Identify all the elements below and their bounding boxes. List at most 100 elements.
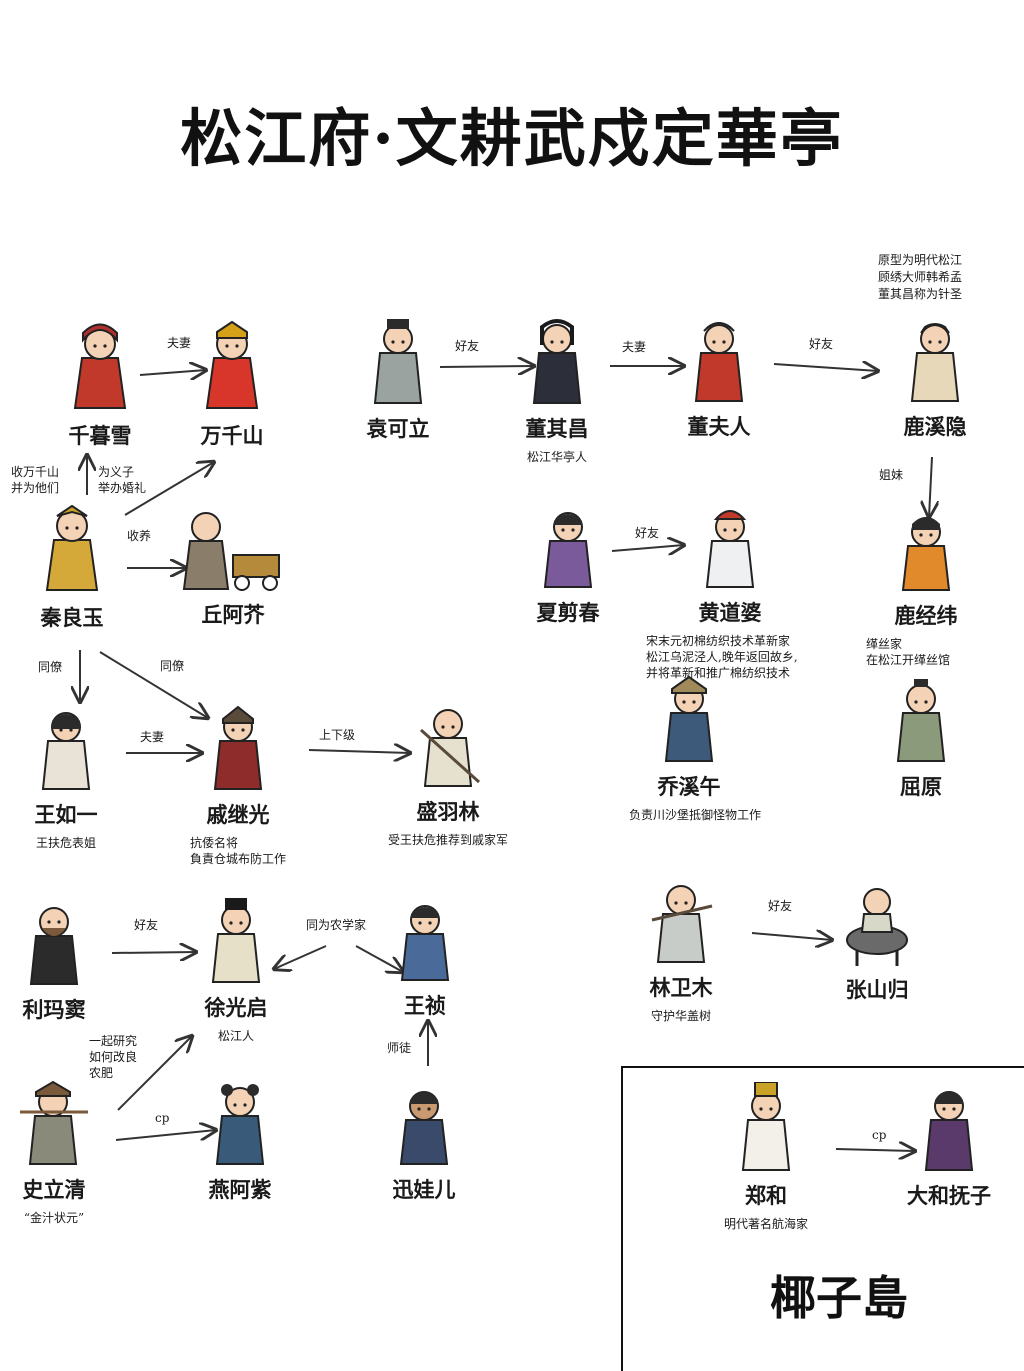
character-dahe: 大和抚子 (889, 1082, 1009, 1210)
character-xuguangqi: 徐光启 松江人 (176, 896, 296, 1044)
character-shengyulin: 盛羽林 受王扶危推荐到戚家军 (388, 700, 508, 848)
character-wangruyi: 王如一 王扶危表姐 (6, 703, 126, 851)
character-yanazi: 燕阿紫 (180, 1078, 300, 1204)
relation-label-tongliao: 同僚 (160, 658, 184, 674)
arrow-dongfuren-luxiyin (774, 364, 878, 371)
relation-label-fuqi: 夫妻 (622, 339, 646, 355)
character-qinliangyu: 秦良玉 (12, 500, 132, 632)
character-name: 徐光启 (176, 992, 296, 1022)
relation-label-haoyou: 好友 (134, 917, 158, 933)
character-note: 守护华盖树 (621, 1008, 741, 1024)
relation-label-yanjiu: 一起研究 如何改良 农肥 (89, 1033, 137, 1081)
character-name: 王如一 (6, 799, 126, 829)
relation-label-cp: cp (155, 1110, 169, 1126)
relation-label-shitu: 师徒 (387, 1040, 411, 1056)
character-figure-icon (16, 1078, 92, 1168)
character-name: 千暮雪 (40, 420, 160, 450)
character-name: 乔溪午 (629, 771, 749, 801)
relation-label-haoyou: 好友 (768, 898, 792, 914)
character-name: 夏剪春 (508, 597, 628, 627)
relation-label-haoyou: 好友 (809, 336, 833, 352)
character-qianmuxue: 千暮雪 (40, 318, 160, 450)
character-name: 袁可立 (338, 413, 458, 443)
relation-label-shou-wanqianshan: 收万千山 并为他们 (11, 464, 59, 496)
relation-label-nongxuejia: 同为农学家 (306, 917, 366, 933)
character-note: “金汁状元” (0, 1210, 114, 1226)
character-name: 史立清 (0, 1174, 114, 1204)
character-figure-icon (886, 675, 956, 765)
character-name: 大和抚子 (889, 1180, 1009, 1210)
character-figure-icon (832, 880, 922, 968)
character-name: 林卫木 (621, 972, 741, 1002)
character-figure-icon (695, 503, 765, 591)
character-huangdaopo: 黄道婆 宋末元初棉纺织技术革新家 松江乌泥泾人,晚年返回故乡, 并将革新和推广棉… (670, 503, 790, 681)
character-wangzhen: 王祯 (365, 896, 485, 1020)
character-figure-icon (646, 876, 716, 966)
character-figure-icon (19, 898, 89, 988)
character-xiajianchun: 夏剪春 (508, 503, 628, 627)
character-name: 张山归 (817, 974, 937, 1004)
character-name: 燕阿紫 (180, 1174, 300, 1204)
character-figure-icon (900, 315, 970, 405)
character-xunwaer: 迅娃儿 (364, 1082, 484, 1204)
relation-label-haoyou: 好友 (455, 338, 479, 354)
character-name: 利玛窦 (0, 994, 114, 1024)
character-zhenghe: 郑和 明代著名航海家 (706, 1082, 826, 1232)
character-name: 丘阿芥 (173, 599, 293, 629)
character-yuankeli: 袁可立 (338, 315, 458, 443)
character-dongfuren: 董夫人 (659, 315, 779, 441)
character-figure-icon (31, 703, 101, 793)
character-wanqianshan: 万千山 (172, 318, 292, 450)
character-figure-icon (891, 510, 961, 594)
island-label: 椰子島 (770, 1262, 908, 1328)
relation-label-fuqi: 夫妻 (140, 729, 164, 745)
character-note: 抗倭名将 負責仓城布防工作 (178, 835, 298, 867)
character-luxiyin: 鹿溪隐 (875, 315, 995, 441)
character-figure-icon (203, 703, 273, 793)
character-figure-icon (389, 1082, 459, 1168)
character-name: 盛羽林 (388, 796, 508, 826)
character-name: 万千山 (172, 420, 292, 450)
relation-label-shangxiaji: 上下级 (319, 727, 355, 743)
character-figure-icon (363, 315, 433, 407)
character-shiliqing: 史立清 “金汁状元” (0, 1078, 114, 1226)
character-name: 屈原 (861, 771, 981, 801)
relation-label-jiemei: 姐妹 (879, 467, 903, 483)
character-linweimu: 林卫木 守护华盖树 (621, 876, 741, 1024)
character-dongqichang: 董其昌 松江华亭人 (497, 315, 617, 465)
arrow-luxiyin-lujingwei (929, 457, 932, 517)
character-note: 明代著名航海家 (706, 1216, 826, 1232)
character-figure-icon (197, 318, 267, 414)
character-lujingwei: 鹿经纬 缂丝家 在松江开缂丝馆 (866, 510, 986, 668)
character-figure-icon (522, 315, 592, 407)
character-name: 秦良玉 (12, 602, 132, 632)
character-figure-icon (413, 700, 483, 790)
character-limadou: 利玛窦 (0, 898, 114, 1024)
character-qiaoxiwu: 乔溪午 负责川沙堡抵御怪物工作 (629, 675, 749, 823)
character-figure-icon (533, 503, 603, 591)
character-quyuan: 屈原 (861, 675, 981, 801)
character-note: 缂丝家 在松江开缂丝馆 (866, 636, 986, 668)
character-figure-icon (731, 1082, 801, 1174)
character-name: 鹿溪隐 (875, 411, 995, 441)
character-name: 黄道婆 (670, 597, 790, 627)
character-figure-icon (914, 1082, 984, 1174)
character-figure-icon (65, 318, 135, 414)
character-name: 戚继光 (178, 799, 298, 829)
character-figure-icon (178, 503, 288, 593)
character-name: 王祯 (365, 990, 485, 1020)
character-figure-icon (390, 896, 460, 984)
character-zhangshangui: 张山归 (817, 880, 937, 1004)
character-qijiguang: 戚继光 抗倭名将 負責仓城布防工作 (178, 703, 298, 867)
character-note: 松江华亭人 (497, 449, 617, 465)
character-name: 鹿经纬 (866, 600, 986, 630)
character-note: 受王扶危推荐到戚家军 (388, 832, 508, 848)
character-note: 宋末元初棉纺织技术革新家 松江乌泥泾人,晚年返回故乡, 并将革新和推广棉纺织技术 (646, 633, 790, 681)
luxiyin-note: 原型为明代松江 顾绣大师韩希孟 董其昌称为针圣 (878, 252, 962, 303)
character-name: 迅娃儿 (364, 1174, 484, 1204)
relation-label-yizi: 为义子 举办婚礼 (98, 464, 146, 496)
character-qiujie: 丘阿芥 (173, 503, 293, 629)
character-note: 松江人 (176, 1028, 296, 1044)
character-note: 负责川沙堡抵御怪物工作 (629, 807, 749, 823)
character-figure-icon (684, 315, 754, 405)
